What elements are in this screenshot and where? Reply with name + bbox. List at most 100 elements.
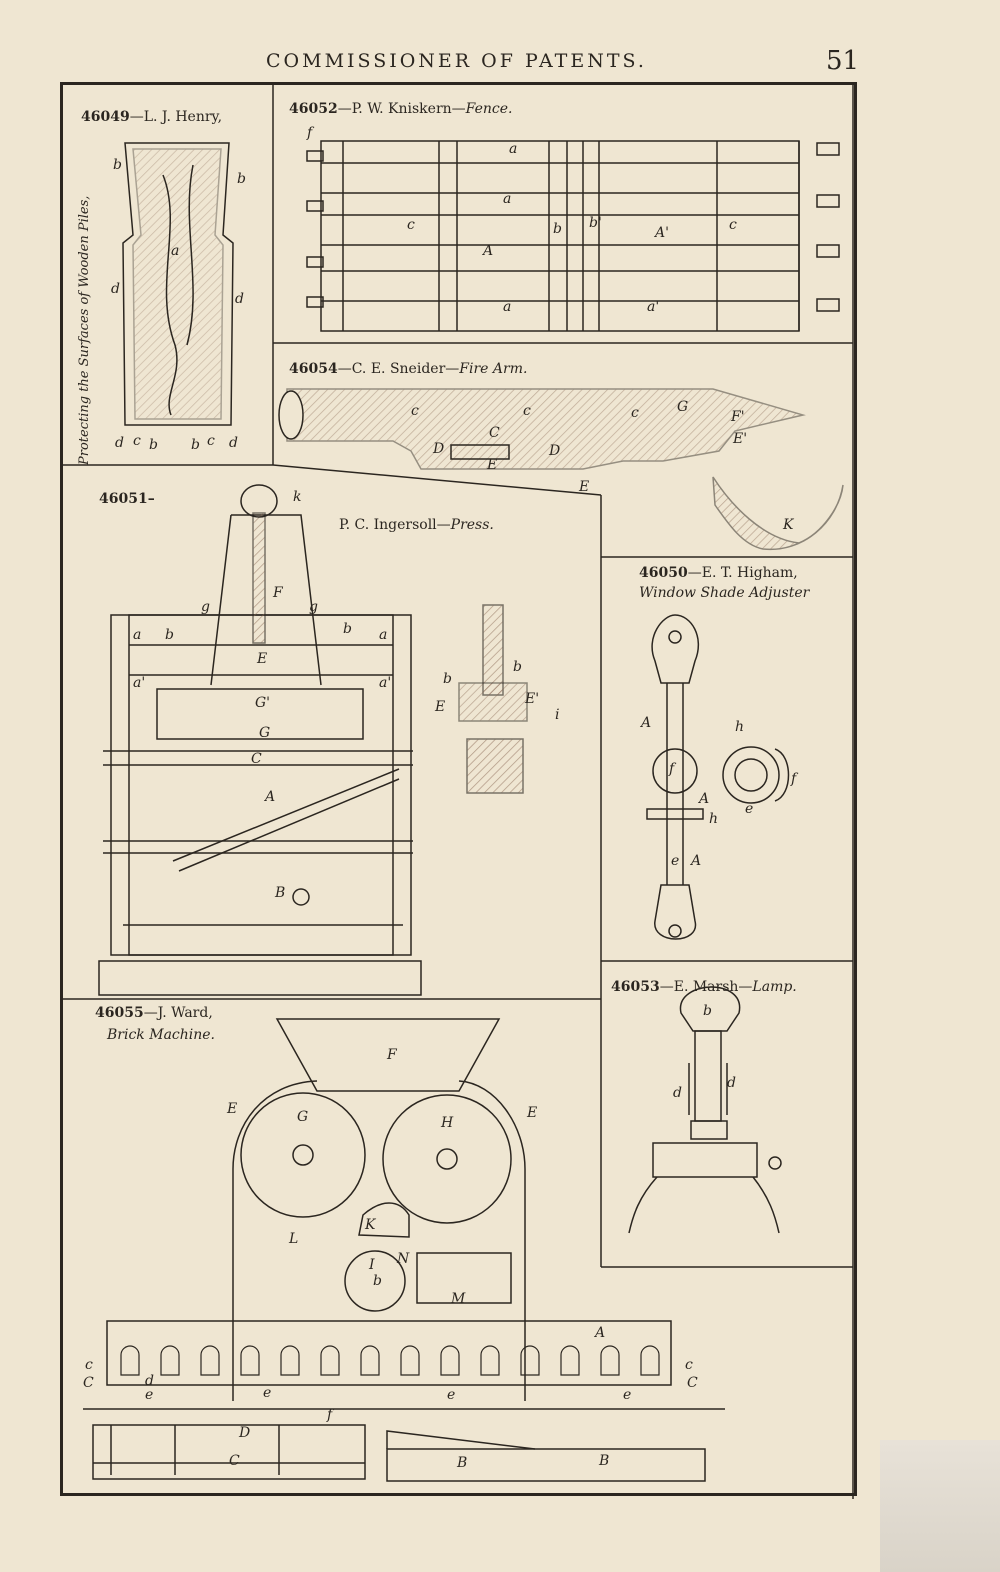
label: F xyxy=(387,1047,397,1063)
label: b xyxy=(553,221,562,237)
label: d xyxy=(111,281,120,297)
label: E xyxy=(487,457,498,473)
patent-number: 46051– xyxy=(99,491,155,507)
label: D xyxy=(239,1425,251,1441)
label: E xyxy=(527,1105,538,1121)
label: c xyxy=(133,433,141,449)
caption-46049: Protecting the Surfaces of Wooden Piles, xyxy=(77,195,92,465)
subject: Window Shade Adjuster xyxy=(639,585,810,601)
label: d xyxy=(235,291,244,307)
label: c xyxy=(729,217,737,233)
label: g xyxy=(201,599,210,615)
label: f xyxy=(669,761,675,777)
label: E' xyxy=(525,691,540,707)
page-header: COMMISSIONER OF PATENTS. 51 xyxy=(0,46,1000,80)
label: c xyxy=(85,1357,93,1373)
label: g xyxy=(309,599,318,615)
panel-title-46049: 46049—L. J. Henry, xyxy=(81,109,222,125)
label: c xyxy=(407,217,415,233)
label: a' xyxy=(133,675,146,691)
label: b xyxy=(443,671,452,687)
label: d xyxy=(727,1075,736,1091)
label: c xyxy=(207,433,215,449)
label: E xyxy=(257,651,268,667)
patent-plate: 46049—L. J. Henry, Protecting the Surfac… xyxy=(60,82,857,1499)
label: b xyxy=(343,621,352,637)
label: C xyxy=(83,1375,94,1391)
label: A xyxy=(691,853,702,869)
label: C xyxy=(489,425,500,441)
label: a' xyxy=(379,675,392,691)
inventor: —L. J. Henry, xyxy=(129,109,223,125)
inventor: —J. Ward, xyxy=(143,1005,213,1021)
label: k xyxy=(293,489,302,505)
panel-title-46054: 46054—C. E. Sneider—Fire Arm. xyxy=(289,361,527,377)
label: A' xyxy=(655,225,669,241)
label: e xyxy=(671,853,680,869)
label: G' xyxy=(255,695,271,711)
label: b xyxy=(237,171,246,187)
label: d xyxy=(673,1085,682,1101)
label: e xyxy=(145,1387,154,1403)
label: C xyxy=(251,751,262,767)
subject: Press. xyxy=(450,517,494,533)
label: E' xyxy=(733,431,748,447)
label: G xyxy=(297,1109,309,1125)
label: a xyxy=(503,191,512,207)
label: a xyxy=(171,243,180,259)
label: C xyxy=(687,1375,698,1391)
label: b xyxy=(373,1273,382,1289)
subject: Fence. xyxy=(465,101,513,117)
label: I xyxy=(369,1257,375,1273)
patent-number: 46055 xyxy=(95,1005,144,1021)
label: h xyxy=(735,719,745,735)
label: a xyxy=(503,299,512,315)
page-number: 51 xyxy=(826,46,860,76)
page-edge xyxy=(880,1440,1000,1572)
label: i xyxy=(555,707,560,723)
patent-number: 46050 xyxy=(639,565,688,581)
label: K xyxy=(783,517,794,533)
patent-number: 46054 xyxy=(289,361,338,377)
label: e xyxy=(447,1387,456,1403)
label: b' xyxy=(589,215,602,231)
panel-title-46053: 46053—E. Marsh—Lamp. xyxy=(611,979,797,995)
label: b xyxy=(113,157,122,173)
label: E xyxy=(227,1101,238,1117)
lamp-drawing xyxy=(628,986,782,1234)
label: L xyxy=(289,1231,299,1247)
label: d xyxy=(229,435,238,451)
label: G xyxy=(259,725,271,741)
label: D xyxy=(549,443,561,459)
label: d xyxy=(145,1373,154,1389)
label: B xyxy=(599,1453,610,1469)
label: A xyxy=(265,789,276,805)
label: A xyxy=(595,1325,606,1341)
label: c xyxy=(411,403,419,419)
label: A xyxy=(483,243,494,259)
label: B xyxy=(457,1455,468,1471)
inventor: —E. Marsh— xyxy=(659,979,753,995)
shade-adjuster-drawing xyxy=(646,614,790,940)
pile-drawing xyxy=(122,142,234,426)
label: f xyxy=(327,1407,333,1423)
label: H xyxy=(441,1115,454,1131)
label: a' xyxy=(647,299,660,315)
panel-subtitle-46055: Brick Machine. xyxy=(107,1027,215,1043)
label: N xyxy=(397,1251,410,1267)
label: M xyxy=(451,1291,466,1307)
label: b xyxy=(165,627,174,643)
press-drawing xyxy=(98,484,528,996)
label: c xyxy=(631,405,639,421)
label: K xyxy=(365,1217,376,1233)
subject: Lamp. xyxy=(752,979,797,995)
patent-number: 46049 xyxy=(81,109,130,125)
label: A xyxy=(699,791,710,807)
label: e xyxy=(623,1387,632,1403)
inventor: —P. W. Kniskern— xyxy=(337,101,466,117)
label: f xyxy=(307,125,313,141)
label: c xyxy=(685,1357,693,1373)
patent-number: 46052 xyxy=(289,101,338,117)
label: D xyxy=(433,441,445,457)
label: a xyxy=(509,141,518,157)
